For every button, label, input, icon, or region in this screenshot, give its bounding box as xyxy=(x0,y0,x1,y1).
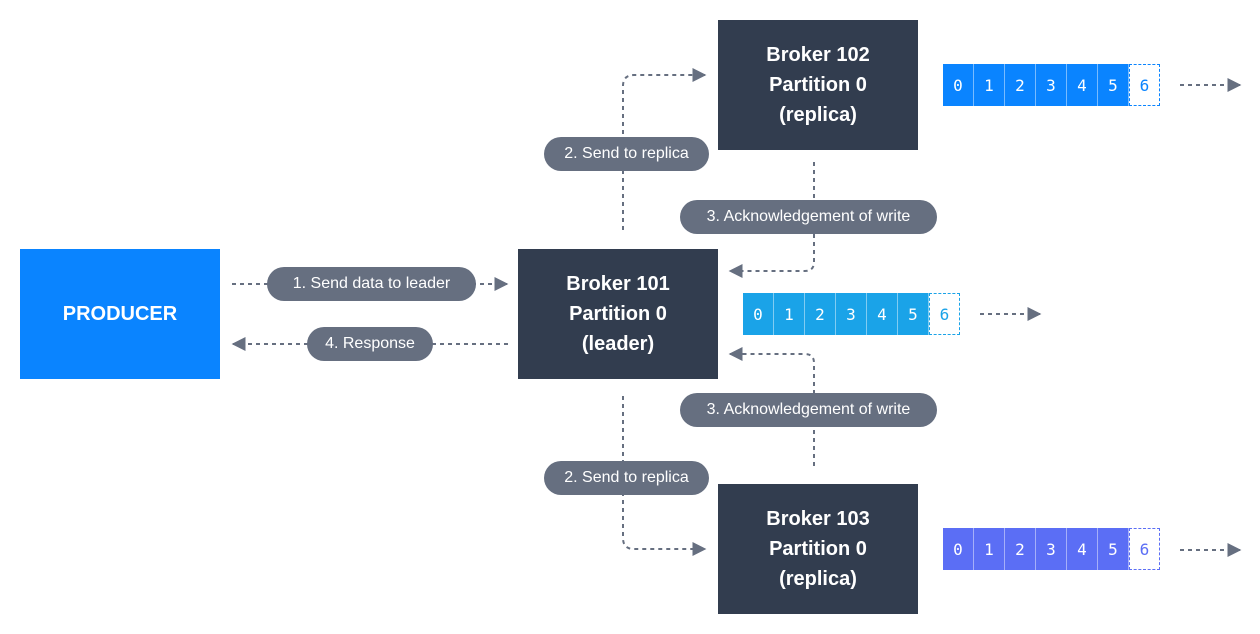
broker-102-role: (replica) xyxy=(779,104,857,126)
log-cell: 3 xyxy=(1036,64,1067,106)
broker-leader-partition: Partition 0 xyxy=(569,303,667,325)
log-cell-pending: 6 xyxy=(1129,528,1160,570)
broker-replica-103-box: Broker 103 Partition 0 (replica) xyxy=(718,484,918,614)
broker-103-partition: Partition 0 xyxy=(769,538,867,560)
log-cell: 1 xyxy=(974,528,1005,570)
broker-leader-role: (leader) xyxy=(581,333,655,355)
log-cell: 1 xyxy=(974,64,1005,106)
broker-102-partition: Partition 0 xyxy=(769,74,867,96)
log-cell-pending: 6 xyxy=(929,293,960,335)
broker-102-name: Broker 102 xyxy=(766,44,870,66)
log-cell: 3 xyxy=(1036,528,1067,570)
log-cell: 4 xyxy=(867,293,898,335)
log-cell: 4 xyxy=(1067,528,1098,570)
broker-leader-name: Broker 101 xyxy=(566,273,670,295)
producer-label: PRODUCER xyxy=(62,302,178,325)
step-send-to-leader: 1. Send data to leader xyxy=(267,267,476,301)
log-cell: 5 xyxy=(1098,528,1129,570)
log-cell: 4 xyxy=(1067,64,1098,106)
log-cell: 2 xyxy=(805,293,836,335)
log-cell: 2 xyxy=(1005,528,1036,570)
log-cell: 1 xyxy=(774,293,805,335)
log-cell: 3 xyxy=(836,293,867,335)
log-cell: 0 xyxy=(943,528,974,570)
log-cell: 5 xyxy=(898,293,929,335)
broker-replica-102-box: Broker 102 Partition 0 (replica) xyxy=(718,20,918,150)
broker-103-name: Broker 103 xyxy=(766,508,870,530)
log-cell: 0 xyxy=(943,64,974,106)
log-cell: 5 xyxy=(1098,64,1129,106)
log-cell: 2 xyxy=(1005,64,1036,106)
log-cell: 0 xyxy=(743,293,774,335)
log-cell-pending: 6 xyxy=(1129,64,1160,106)
producer-box: PRODUCER xyxy=(20,249,220,379)
broker-103-role: (replica) xyxy=(779,568,857,590)
arrow-ack-top xyxy=(728,162,815,278)
arrow-send-to-replica-top xyxy=(622,68,707,230)
step-send-to-replica-top: 2. Send to replica xyxy=(544,137,709,171)
step-send-to-replica-bottom: 2. Send to replica xyxy=(544,461,709,495)
step-ack-top: 3. Acknowledgement of write xyxy=(680,200,937,234)
step-response: 4. Response xyxy=(307,327,433,361)
broker-leader-box: Broker 101 Partition 0 (leader) xyxy=(518,249,718,379)
step-ack-bottom: 3. Acknowledgement of write xyxy=(680,393,937,427)
